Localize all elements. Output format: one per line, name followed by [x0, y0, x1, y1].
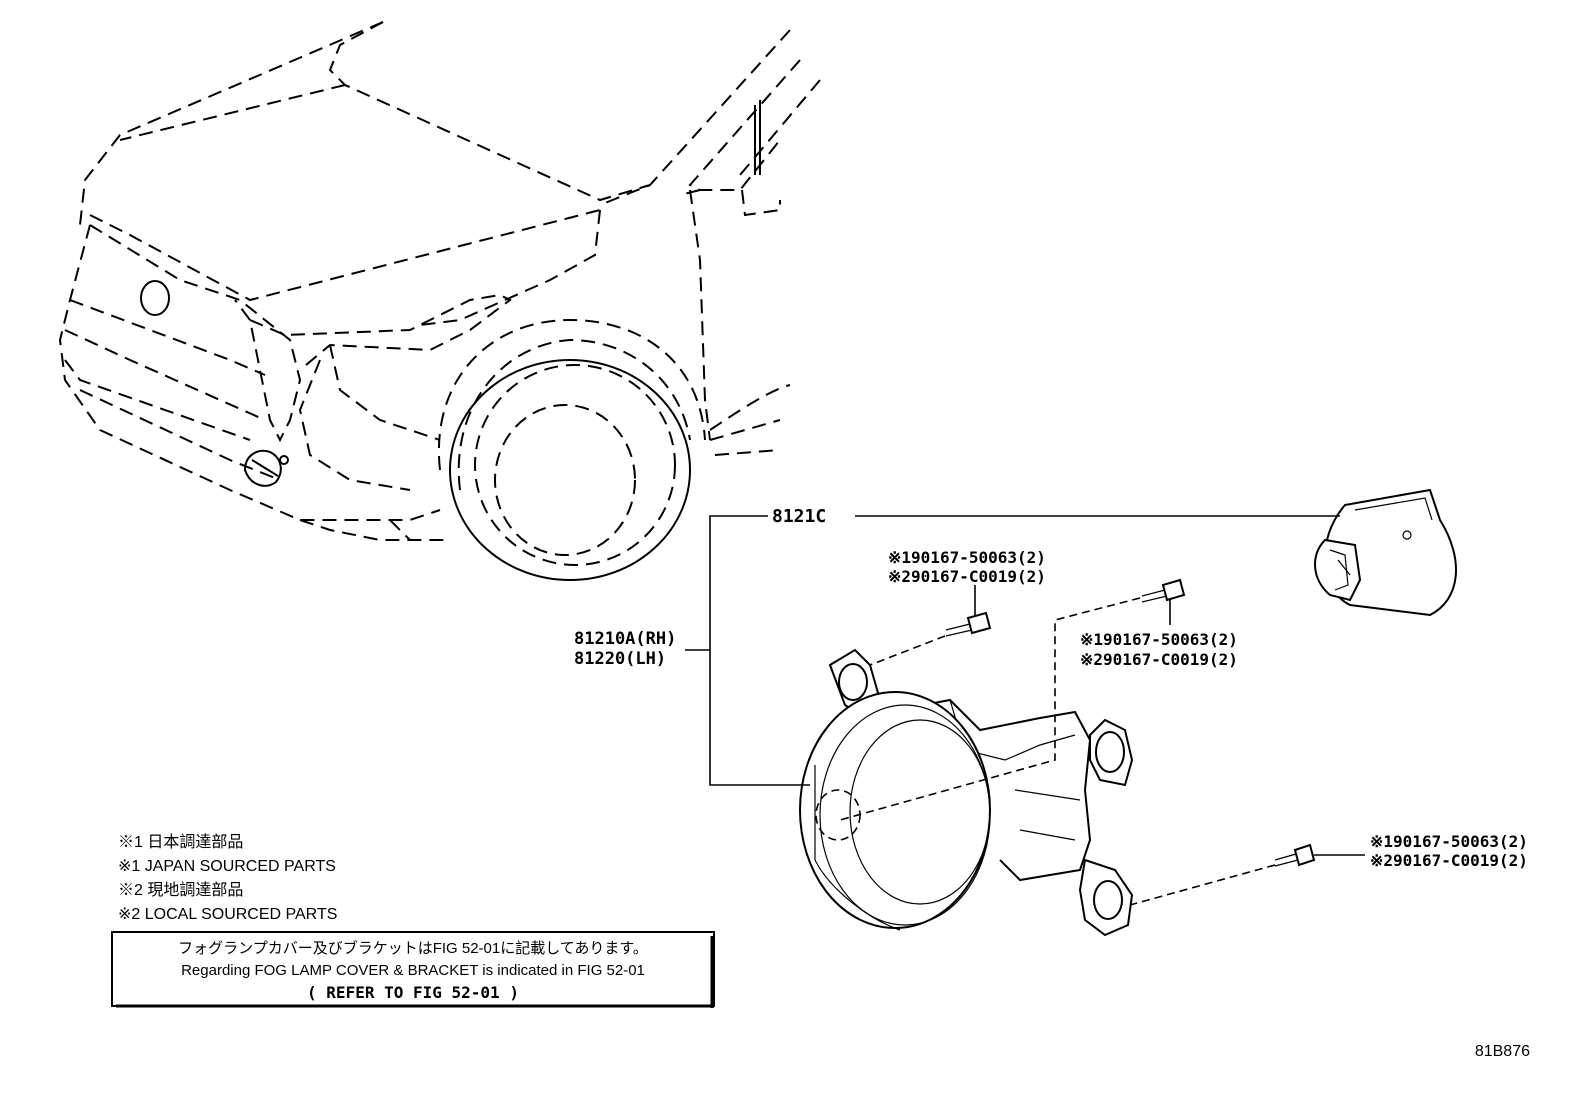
label-screw-bot-2: ※290167-C0019(2) [1370, 851, 1528, 870]
notice-jp: フォグランプカバー及びブラケットはFIG 52-01に記載してあります。 [178, 939, 648, 957]
notice-ref: ( REFER TO FIG 52-01 ) [307, 983, 519, 1002]
label-lamp-lh: 81220(LH) [574, 649, 666, 669]
label-lamp-rh: 81210A(RH) [574, 629, 676, 649]
legend-line-2: ※1 JAPAN SOURCED PARTS [118, 858, 336, 875]
legend-line-1: ※1 日本調達部品 [118, 833, 243, 851]
label-screw-top-2: ※290167-C0019(2) [888, 567, 1046, 586]
bulb-socket [1313, 488, 1457, 617]
figure-id: 81B876 [1475, 1043, 1530, 1060]
label-bulb-assy: 8121C [772, 506, 826, 527]
label-screw-mid-2: ※290167-C0019(2) [1080, 650, 1238, 669]
label-screw-top-1: ※190167-50063(2) [888, 548, 1046, 567]
screw-top [945, 611, 992, 637]
legend-line-3: ※2 現地調達部品 [118, 881, 243, 899]
label-screw-mid-1: ※190167-50063(2) [1080, 630, 1238, 649]
vehicle-outline [58, 21, 821, 581]
screw-bottom [1274, 843, 1316, 867]
fog-lamp-assembly [799, 648, 1134, 937]
sourcing-legend: ※1 日本調達部品 ※1 JAPAN SOURCED PARTS ※2 現地調達… [118, 833, 337, 923]
screw-mid [1141, 578, 1186, 603]
notice-en: Regarding FOG LAMP COVER & BRACKET is in… [181, 962, 645, 979]
notice-box: フォグランプカバー及びブラケットはFIG 52-01に記載してあります。 Reg… [111, 931, 715, 1008]
legend-line-4: ※2 LOCAL SOURCED PARTS [118, 906, 337, 923]
label-screw-bot-1: ※190167-50063(2) [1370, 832, 1528, 851]
leader-lines [685, 515, 1365, 906]
